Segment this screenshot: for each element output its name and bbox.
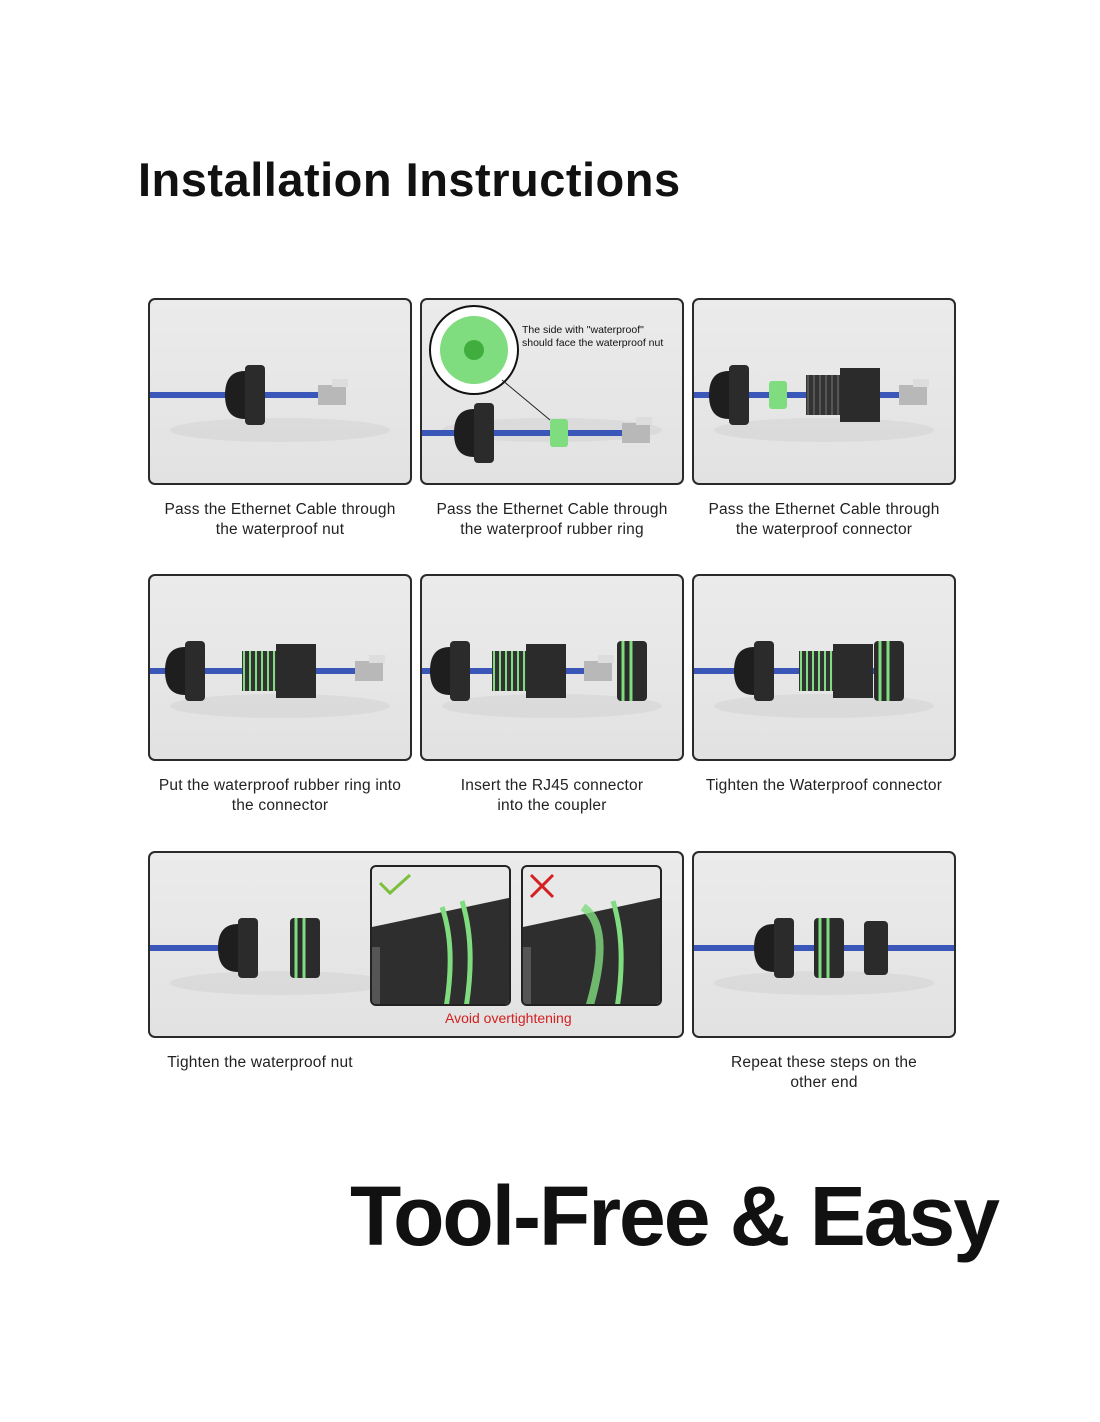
waterproof-nut-icon: [165, 641, 205, 701]
note-line: should face the waterproof nut: [522, 337, 664, 349]
caption-line: Put the waterproof rubber ring into: [158, 777, 402, 794]
waterproof-connector-icon: [799, 644, 873, 698]
cross-icon: [529, 873, 555, 899]
caption-line: other end: [790, 1073, 858, 1091]
step-3-caption: Pass the Ethernet Cable through the water…: [674, 500, 974, 539]
waterproof-nut-icon: [734, 641, 774, 701]
step-scene: [694, 918, 954, 995]
caption-line: Tighten the waterproof nut: [167, 1054, 353, 1071]
correct-example: [370, 865, 511, 1006]
rj45-plug-icon: [355, 655, 385, 681]
step-scene: [150, 641, 390, 718]
wrong-example: [521, 865, 662, 1006]
step-2-image: The side with "waterproof"should face th…: [420, 298, 684, 485]
caption-line: Pass the Ethernet Cable through: [436, 501, 668, 518]
caption-line: Pass the Ethernet Cable through: [708, 501, 940, 518]
slogan: Tool-Free & Easy: [350, 1169, 1000, 1263]
caption-line: the waterproof rubber ring: [460, 520, 644, 538]
caption-line: Tighten the Waterproof connector: [705, 777, 943, 794]
rubber-ring-icon: [550, 419, 568, 447]
coupler-icon: [874, 641, 904, 701]
caption-line: into the coupler: [497, 796, 607, 814]
step-4-caption: Put the waterproof rubber ring into the c…: [130, 776, 430, 815]
step-scene: [422, 641, 662, 718]
waterproof-nut-icon: [709, 365, 749, 425]
step-6-caption: Tighten the Waterproof connector: [674, 776, 974, 796]
step-8-caption: Repeat these steps on the other end: [674, 1053, 974, 1092]
coupler-icon: [290, 918, 320, 978]
step-6-image: [692, 574, 956, 761]
caption-line: Insert the RJ45 connector: [460, 777, 644, 794]
waterproof-nut-icon: [430, 641, 470, 701]
step-scene: [694, 641, 934, 718]
checkmark-icon: [378, 873, 412, 896]
waterproof-nut-icon: [754, 918, 794, 978]
step-8-image: [692, 851, 956, 1038]
caption-line: Repeat these steps on the: [731, 1054, 917, 1071]
rubber-ring-icon: [769, 381, 787, 409]
rj45-plug-icon: [622, 417, 652, 443]
step-4-image: [148, 574, 412, 761]
waterproof-nut-icon: [225, 365, 265, 425]
step-1-image: [148, 298, 412, 485]
rj45-plug-icon: [584, 655, 614, 681]
waterproof-connector-icon: [242, 644, 316, 698]
step-1-caption: Pass the Ethernet Cable through the water…: [130, 500, 430, 539]
waterproof-connector-icon: [492, 644, 566, 698]
step-scene: [150, 918, 370, 995]
step-3-image: [692, 298, 956, 485]
caption-line: the waterproof connector: [735, 520, 913, 538]
rj45-plug-icon: [318, 379, 348, 405]
coupler-icon: [814, 918, 844, 978]
rj45-plug-icon: [899, 379, 929, 405]
correct-closeup: [372, 873, 509, 1004]
waterproof-nut-icon: [218, 918, 258, 978]
overtightening-warning: Avoid overtightening: [445, 1010, 572, 1026]
coupler-icon: [617, 641, 647, 701]
step-7-image: Avoid overtightening: [148, 851, 684, 1038]
caption-line: the waterproof nut: [215, 520, 345, 538]
waterproof-connector-icon: [806, 368, 880, 422]
waterproof-nut-icon: [864, 921, 888, 975]
wrong-closeup: [523, 873, 660, 1004]
step-5-caption: Insert the RJ45 connector into the couple…: [402, 776, 702, 815]
step-scene: [694, 365, 934, 442]
step-scene: [422, 305, 662, 463]
step-5-image: [420, 574, 684, 761]
step-2-caption: Pass the Ethernet Cable through the water…: [402, 500, 702, 539]
ring-orientation-note: The side with "waterproof"should face th…: [522, 324, 663, 350]
note-line: The side with "waterproof": [522, 324, 644, 336]
page-title: Installation Instructions: [138, 153, 681, 206]
caption-line: the connector: [231, 796, 329, 814]
step-7-caption: Tighten the waterproof nut: [110, 1053, 410, 1073]
caption-line: Pass the Ethernet Cable through: [164, 501, 396, 518]
waterproof-nut-icon: [454, 403, 494, 463]
step-scene: [150, 365, 390, 442]
